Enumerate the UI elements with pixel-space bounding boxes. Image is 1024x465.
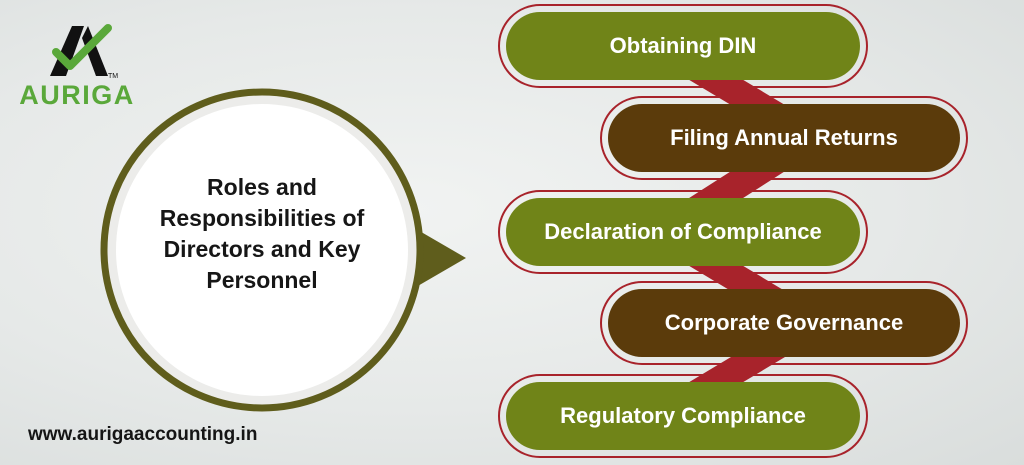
hub-title-line: Responsibilities of: [159, 205, 365, 231]
step-label: Obtaining DIN: [506, 12, 860, 80]
step-outline: [498, 374, 868, 458]
hub-inner: [116, 104, 408, 396]
logo-wordmark: AURIGA: [19, 80, 135, 110]
step-outline: [600, 96, 968, 180]
auriga-logo: TM AURIGA: [12, 18, 142, 113]
hub-title-line: Directors and Key: [163, 236, 361, 262]
step-label: Filing Annual Returns: [608, 104, 960, 172]
step-corporate-governance: Corporate Governance: [600, 281, 968, 365]
step-declaration-of-compliance: Declaration of Compliance: [498, 190, 868, 274]
step-regulatory-compliance: Regulatory Compliance: [498, 374, 868, 458]
website-url: www.aurigaaccounting.in: [28, 424, 258, 445]
hub-title: Roles and Responsibilities of Directors …: [116, 172, 408, 332]
hub-title-line: Roles and: [207, 174, 317, 200]
step-outline: [600, 281, 968, 365]
step-filing-annual-returns: Filing Annual Returns: [600, 96, 968, 180]
step-label: Corporate Governance: [608, 289, 960, 357]
step-outline: [498, 4, 868, 88]
step-obtaining-din: Obtaining DIN: [498, 4, 868, 88]
step-label: Regulatory Compliance: [506, 382, 860, 450]
step-outline: [498, 190, 868, 274]
auriga-check-a-icon: TM: [50, 24, 118, 80]
trademark-mark: TM: [108, 73, 118, 80]
hub-title-line: Personnel: [206, 267, 318, 293]
step-label: Declaration of Compliance: [506, 198, 860, 266]
